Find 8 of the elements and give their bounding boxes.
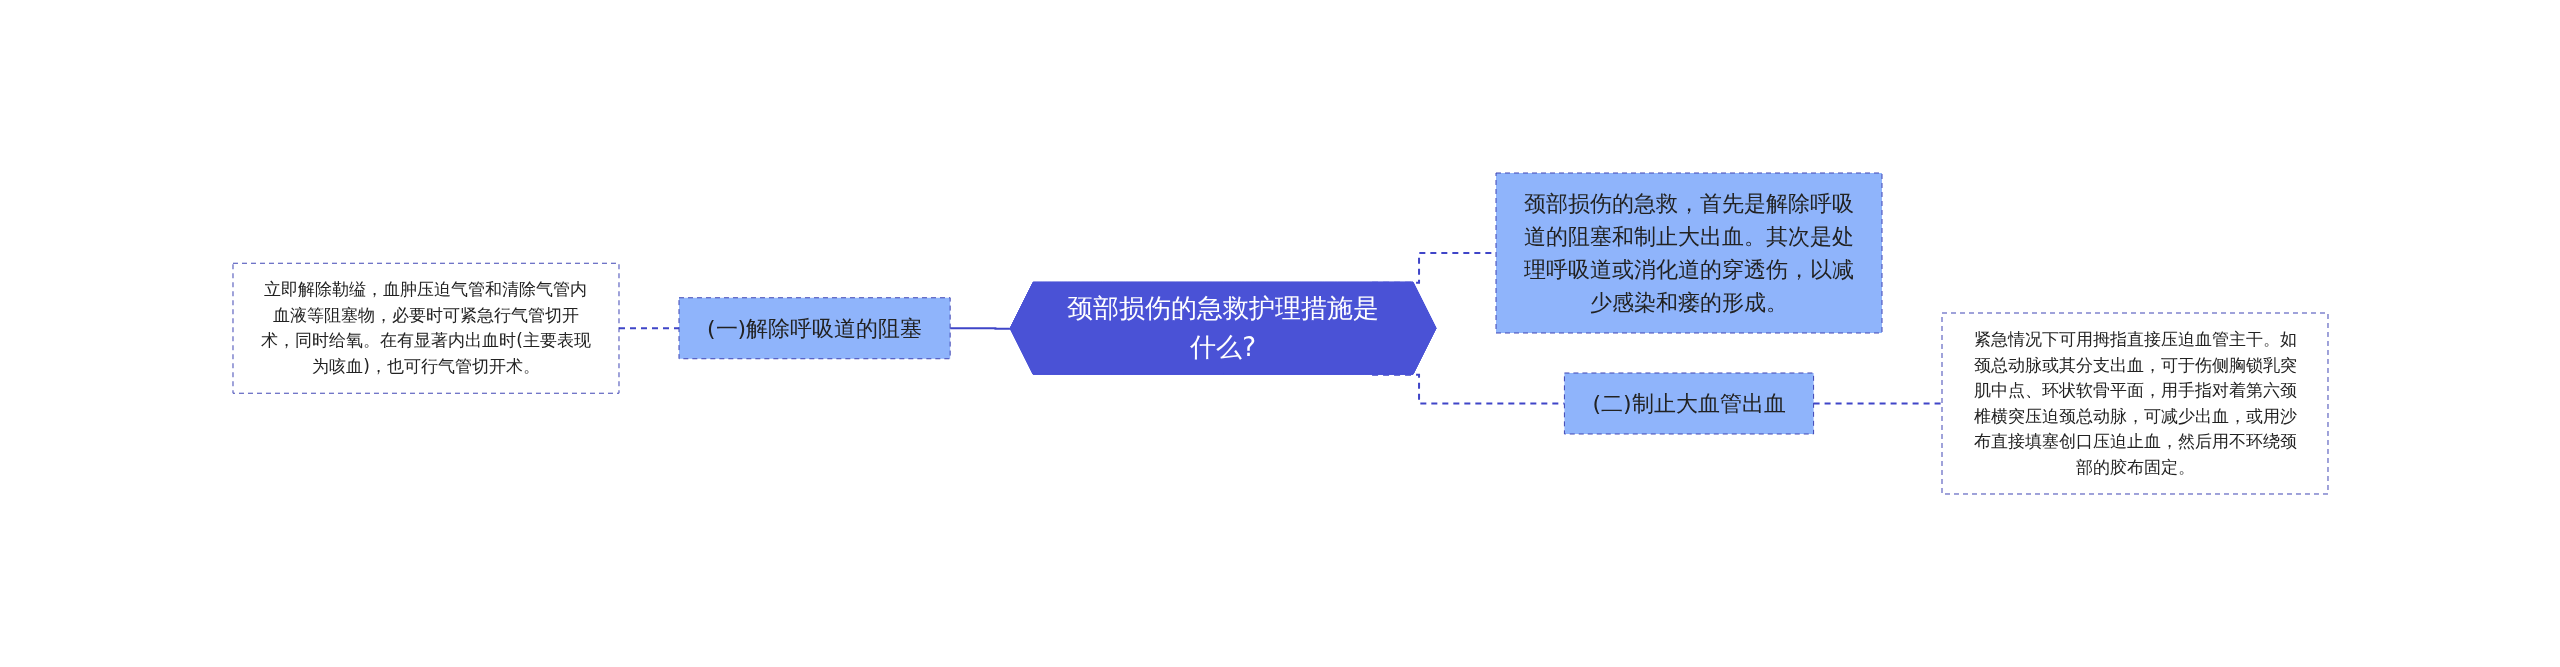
connector — [1812, 402, 1943, 405]
node-box: 立即解除勒缢，血肿压迫气管和清除气管内血液等阻塞物，必要时可紧急行气管切开术，同时给氧。在有显著内出血时(主要表现为咳血)，也可行气管切开术。 — [232, 262, 619, 394]
node-box: (二)制止大血管出血 — [1563, 372, 1814, 435]
node-box: 颈部损伤的急救，首先是解除呼吸道的阻塞和制止大出血。其次是处理呼吸道或消化道的穿透伤，以减少感染和瘘的形成。 — [1495, 172, 1882, 334]
node-box: (一)解除呼吸道的阻塞 — [678, 297, 951, 360]
connector — [948, 327, 1012, 330]
connector — [617, 327, 680, 330]
node-box: 紧急情况下可用拇指直接压迫血管主干。如颈总动脉或其分支出血，可于伤侧胸锁乳突肌中点、环状软骨平面，用手指对着第六颈椎横突压迫颈总动脉，可减少出血，或用沙布直接填塞创口压迫止血，然后用不环绕颈部的胶布固定。 — [1941, 312, 2328, 495]
